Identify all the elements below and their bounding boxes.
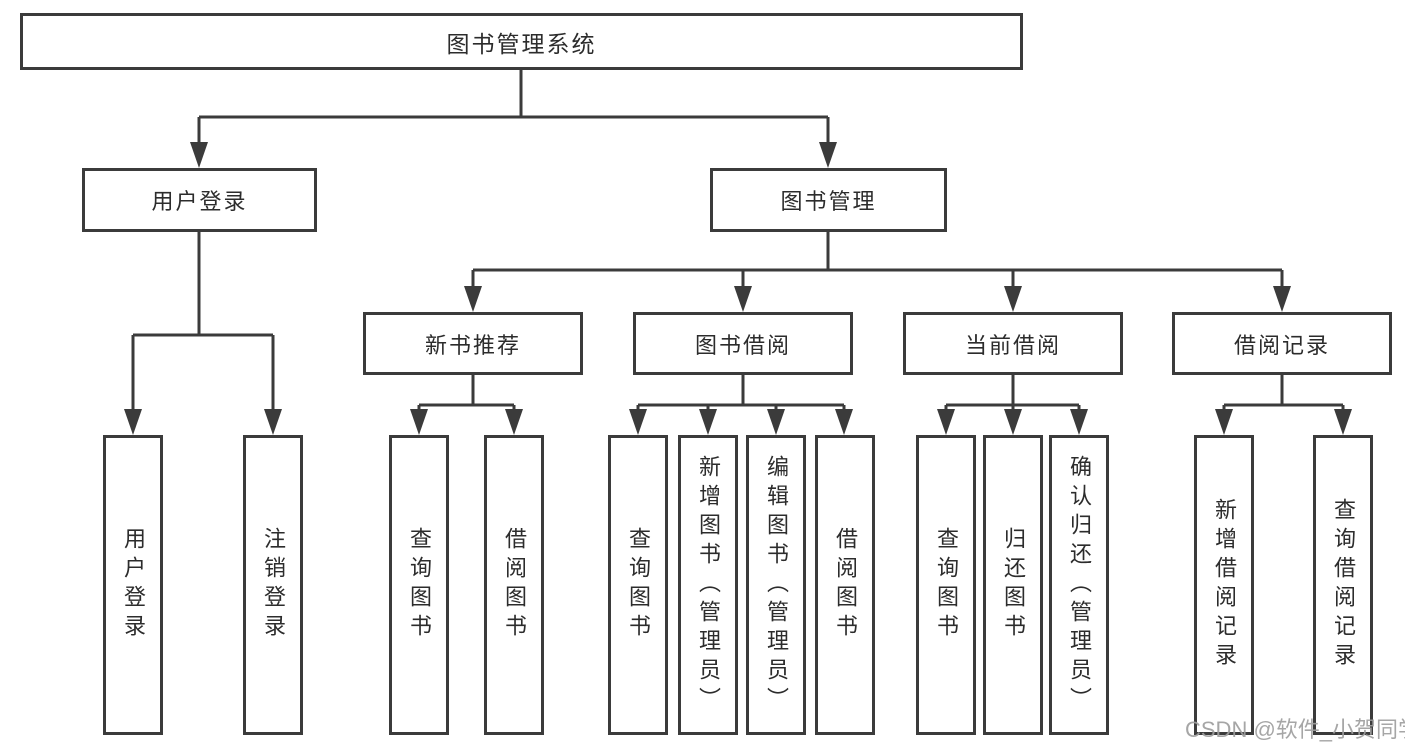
node-new-book-recommend: 新书推荐 bbox=[363, 312, 583, 375]
leaf-borrow-books-recommend: 借阅图书 bbox=[484, 435, 544, 735]
connector-segments bbox=[131, 70, 1345, 414]
leaf-query-books-current: 查询图书 bbox=[916, 435, 976, 735]
leaf-edit-book-admin: 编辑图书（管理员） bbox=[746, 435, 806, 735]
node-root-system: 图书管理系统 bbox=[20, 13, 1023, 70]
leaf-add-borrow-record: 新增借阅记录 bbox=[1194, 435, 1254, 735]
node-user-login: 用户登录 bbox=[82, 168, 317, 232]
leaf-return-book: 归还图书 bbox=[983, 435, 1043, 735]
leaf-add-book-admin: 新增图书（管理员） bbox=[678, 435, 738, 735]
node-book-management: 图书管理 bbox=[710, 168, 947, 232]
leaf-query-books-borrow: 查询图书 bbox=[608, 435, 668, 735]
leaf-logout: 注销登录 bbox=[243, 435, 303, 735]
node-borrowing-records: 借阅记录 bbox=[1172, 312, 1392, 375]
leaf-confirm-return-admin: 确认归还（管理员） bbox=[1049, 435, 1109, 735]
arrowheads bbox=[124, 142, 1352, 435]
leaf-query-borrow-record: 查询借阅记录 bbox=[1313, 435, 1373, 735]
csdn-watermark: CSDN @软件_小贺同学 bbox=[1185, 717, 1405, 742]
leaf-query-books-recommend: 查询图书 bbox=[389, 435, 449, 735]
node-book-borrowing: 图书借阅 bbox=[633, 312, 853, 375]
leaf-borrow-books-borrow: 借阅图书 bbox=[815, 435, 875, 735]
node-current-borrowing: 当前借阅 bbox=[903, 312, 1123, 375]
leaf-user-login: 用户登录 bbox=[103, 435, 163, 735]
